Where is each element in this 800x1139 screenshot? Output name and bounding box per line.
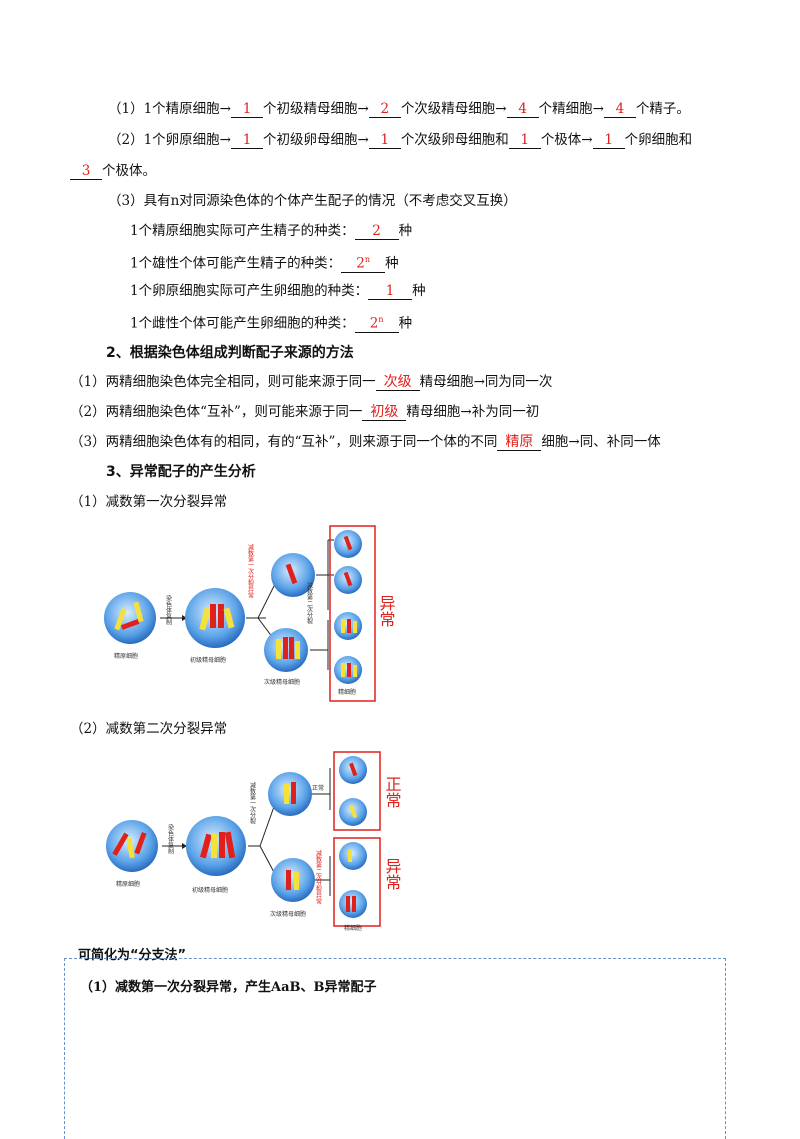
blank[interactable]: 1 <box>368 132 401 149</box>
secondary-bottom-2 <box>271 858 315 902</box>
label2-cell3: 次级精母细胞 <box>270 910 306 918</box>
blank[interactable]: 4 <box>603 101 636 118</box>
arrow3-label: 减数第二次分裂 <box>306 581 313 625</box>
blank[interactable]: 2n <box>341 252 386 273</box>
section2-item2: （2）两精细胞染色体“互补”，则可能来源于同一初级精母细胞→补为同一初 <box>70 404 540 421</box>
secondary-top-2 <box>268 772 312 816</box>
label2-cell1: 精原细胞 <box>116 880 140 888</box>
section2-item1: （1）两精细胞染色体完全相同，则可能来源于同一次级精母细胞→同为同一次 <box>70 374 553 391</box>
label2-cell2: 初级精母细胞 <box>192 886 228 894</box>
blank[interactable]: 1 <box>231 101 263 118</box>
section2-item3: （3）两精细胞染色体有的相同，有的“互补”，则来源于同一个体的不同精原细胞→同、… <box>70 434 661 451</box>
blank[interactable]: 2 <box>354 223 399 240</box>
blank[interactable]: 2n <box>354 312 399 333</box>
blank[interactable]: 初级 <box>362 404 407 421</box>
blank[interactable]: 次级 <box>375 374 420 391</box>
arrow2-1-label: 染色体复制 <box>167 823 174 855</box>
arrow2-3-label: 正常 <box>312 784 324 792</box>
blank[interactable]: 2 <box>368 101 401 118</box>
blank[interactable]: 1 <box>368 283 413 300</box>
section2-title: 2、根据染色体组成判断配子来源的方法 <box>106 345 354 361</box>
blank[interactable]: 1 <box>508 132 541 149</box>
dashed-box <box>64 958 726 1139</box>
blank[interactable]: 4 <box>506 101 539 118</box>
spermatogonium-cell <box>104 592 156 644</box>
simplify-line1: （1）减数第一次分裂异常，产生AaB、B异常配子 <box>80 980 377 995</box>
label2-cell4: 精细胞 <box>344 924 362 932</box>
arrow2-2-label: 减数第一次分裂 <box>249 781 256 825</box>
label-cell2: 初级精母细胞 <box>190 656 226 664</box>
meiosis-ii-abnormal-figure: 精原细胞 染色体复制 初级精母细胞 减数第一次分裂 次级精母细胞 正常 减数第二… <box>106 751 402 932</box>
arrow2-4-label: 减数第二次分裂异常 <box>315 849 322 905</box>
arrow2-label: 减数第一次分裂异常 <box>247 543 254 599</box>
section3-sub1: （1）减数第一次分裂异常 <box>70 494 228 510</box>
gamete2-3 <box>339 842 367 870</box>
section3-sub2: （2）减数第二次分裂异常 <box>70 721 228 737</box>
blank[interactable]: 精原 <box>497 434 542 451</box>
abnormal-label: 异常 <box>377 595 396 627</box>
label-cell1: 精原细胞 <box>114 652 138 660</box>
meiosis-i-abnormal-figure: 精原细胞 染色体复制 初级精母细胞 减数第一次分裂异常 次级精母细胞 <box>104 525 396 702</box>
arrow1-label: 染色体复制 <box>165 594 172 626</box>
simplify-title: 可简化为“分支法” <box>78 948 187 963</box>
blank[interactable]: 1 <box>592 132 625 149</box>
label-cell4: 精细胞 <box>338 688 356 696</box>
section3-title: 3、异常配子的产生分析 <box>106 464 256 480</box>
blank[interactable]: 3 <box>70 163 102 180</box>
normal-label: 正常 <box>383 776 402 808</box>
abnormal-label-2: 异常 <box>383 858 402 890</box>
label-cell3: 次级精母细胞 <box>264 678 300 686</box>
gamete-types-intro: （3）具有n对同源染色体的个体产生配子的情况（不考虑交叉互换） <box>108 193 517 209</box>
blank[interactable]: 1 <box>231 132 263 149</box>
